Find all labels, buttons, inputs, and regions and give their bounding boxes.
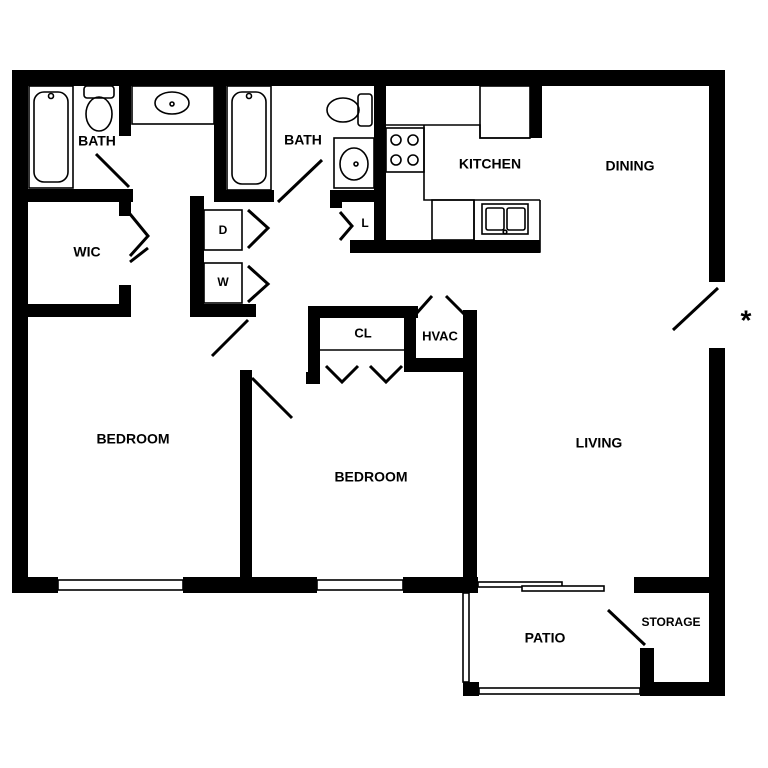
kitchen-sink-icon [481, 203, 529, 235]
room-label-storage: STORAGE [641, 615, 700, 629]
room-label-bedroom: BEDROOM [96, 431, 169, 447]
room-labels: BATH BATH WIC KITCHEN DINING LIVING BEDR… [73, 132, 751, 646]
dryer-label: D [219, 223, 228, 237]
doors [94, 152, 720, 647]
toilet-icon [83, 85, 115, 132]
door[interactable] [276, 158, 324, 204]
sliding-door[interactable] [521, 585, 605, 592]
room-label-laundry-closet: L [361, 216, 368, 230]
room-label-hvac: HVAC [422, 328, 458, 343]
door[interactable] [94, 152, 131, 189]
door[interactable] [338, 211, 354, 241]
room-label-bath: BATH [284, 132, 322, 148]
washer-icon [203, 262, 243, 304]
door[interactable] [210, 318, 250, 358]
room-label-bedroom: BEDROOM [334, 469, 407, 485]
door[interactable] [324, 364, 360, 385]
interior-walls [28, 86, 542, 593]
toilet-icon [326, 93, 373, 127]
exterior-walls [12, 70, 725, 696]
bathtub-icon [226, 85, 272, 191]
room-label-dining: DINING [606, 158, 655, 174]
door[interactable] [444, 294, 466, 316]
door[interactable] [368, 364, 404, 385]
entry-marker: * [741, 304, 752, 335]
dryer-icon [203, 209, 243, 251]
room-label-wic: WIC [73, 244, 100, 260]
door[interactable] [250, 376, 294, 420]
room-label-kitchen: KITCHEN [459, 156, 521, 172]
room-label-patio: PATIO [525, 630, 566, 646]
door[interactable] [414, 295, 434, 315]
sliding-door[interactable] [477, 581, 563, 588]
fixtures [28, 85, 605, 592]
door[interactable] [606, 608, 647, 647]
room-label-closet: CL [354, 325, 371, 340]
bathtub-icon [28, 85, 74, 189]
stove-icon [385, 127, 425, 173]
door[interactable] [246, 264, 271, 304]
sink-icon [131, 85, 215, 125]
entry-door[interactable] [671, 286, 720, 332]
room-label-bath: BATH [78, 133, 116, 149]
door[interactable] [129, 246, 149, 264]
room-label-living: LIVING [576, 435, 623, 451]
washer-label: W [217, 275, 229, 289]
door[interactable] [128, 213, 150, 258]
door[interactable] [246, 208, 271, 250]
sink-icon [333, 137, 375, 189]
